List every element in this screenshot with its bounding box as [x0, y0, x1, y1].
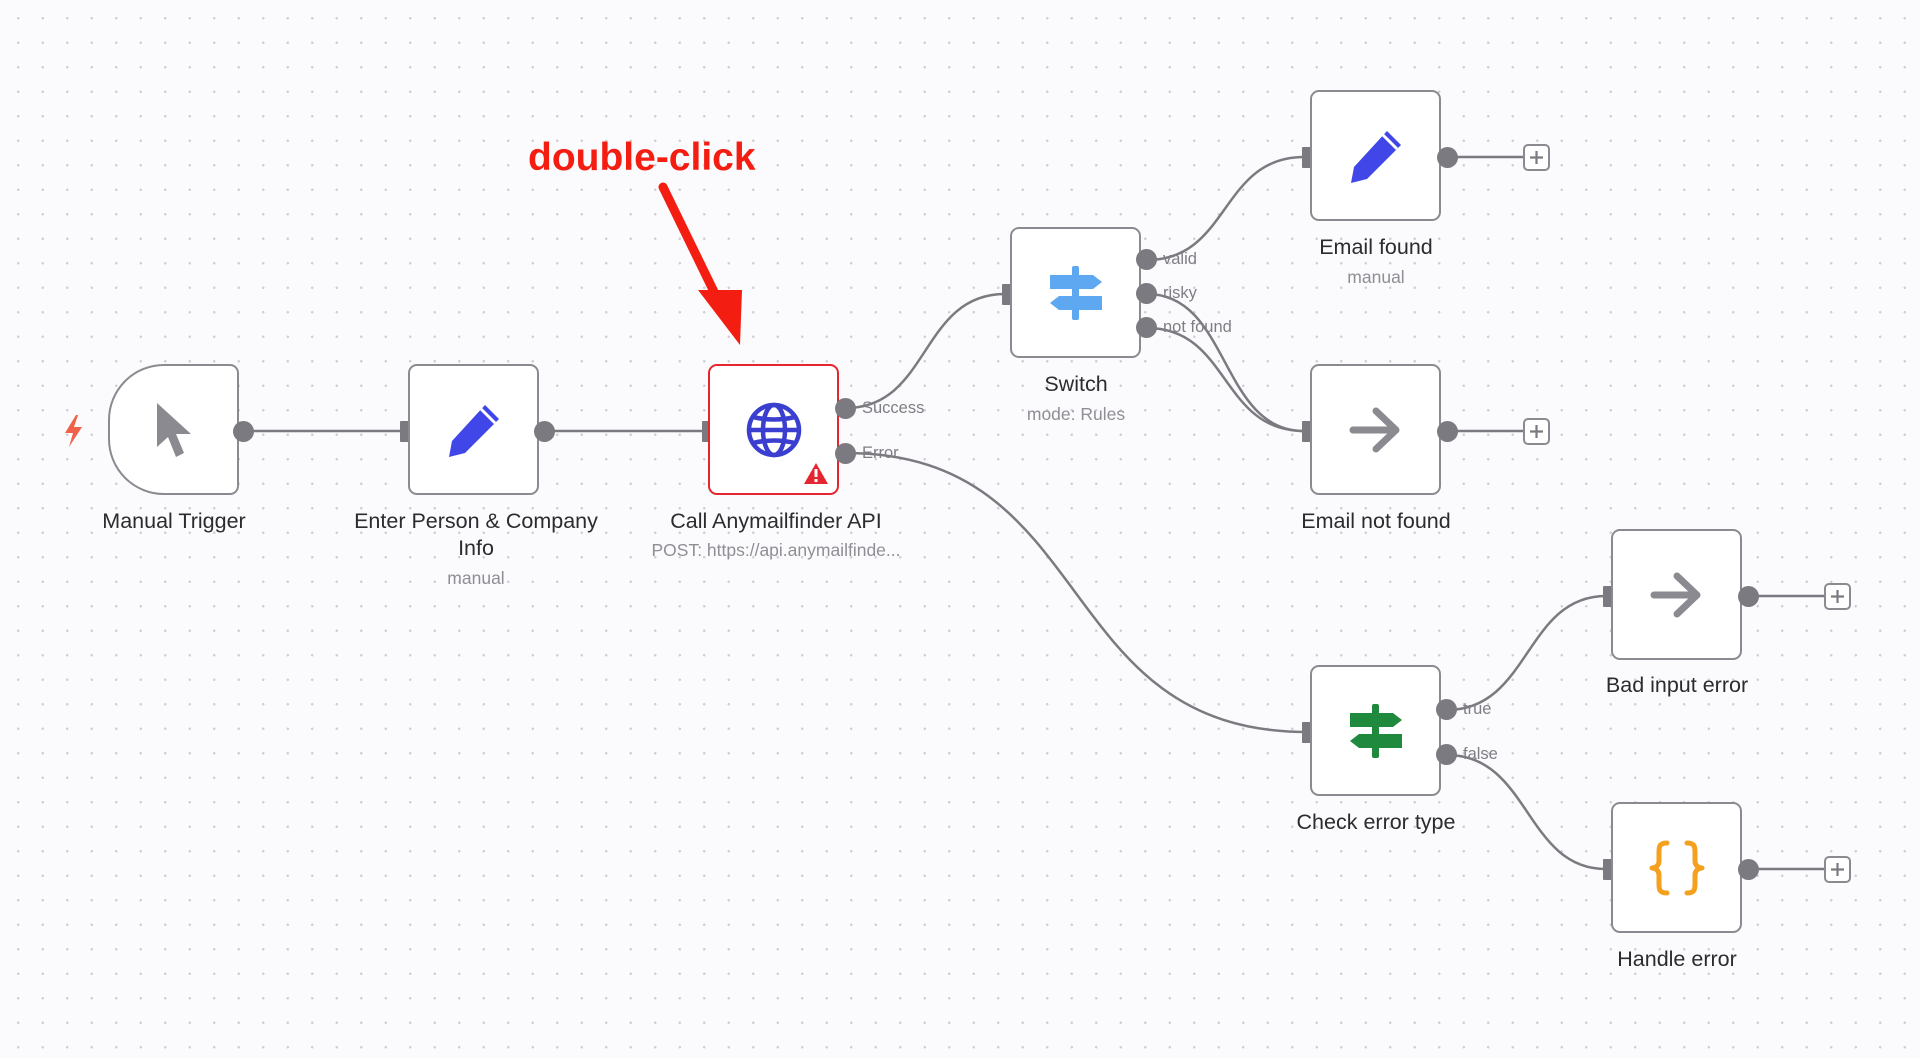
node-check-error[interactable]	[1310, 665, 1441, 796]
plus-icon	[1530, 425, 1543, 438]
input-handle-switch[interactable]	[1002, 284, 1012, 305]
warning-triangle-icon	[804, 463, 828, 484]
node-email-not-found[interactable]	[1310, 364, 1441, 495]
node-subtitle-switch: mode: Rules	[1026, 404, 1126, 424]
node-subtitle-enter-info: manual	[447, 568, 505, 588]
node-subtitle-email-found: manual	[1347, 267, 1405, 287]
arrow-right-icon	[1349, 407, 1399, 452]
output-handle-true[interactable]	[1436, 699, 1457, 720]
plus-icon	[1831, 590, 1844, 603]
pencil-icon	[448, 404, 499, 457]
edge-not-found-to-email-not-found[interactable]	[1146, 326, 1305, 433]
port-label-risky: risky	[1163, 284, 1197, 302]
add-node-after-email-found-button[interactable]	[1523, 144, 1550, 171]
trigger-bolt-icon	[65, 415, 82, 447]
output-handle-valid[interactable]	[1136, 249, 1157, 270]
node-label-manual-trigger: Manual Trigger	[102, 509, 246, 533]
port-label-success: Success	[862, 399, 925, 417]
edge-success-to-switch[interactable]	[845, 292, 1006, 410]
node-manual-trigger[interactable]	[108, 364, 239, 495]
output-handle-email-not-found[interactable]	[1437, 421, 1458, 442]
output-handle-false[interactable]	[1436, 744, 1457, 765]
pencil-icon	[1350, 130, 1401, 183]
node-label-enter-info: Enter Person & Company Info	[354, 509, 598, 560]
plus-icon	[1530, 151, 1543, 164]
node-bad-input[interactable]	[1611, 529, 1742, 660]
arrow-right-icon	[1650, 572, 1700, 617]
port-label-false: false	[1463, 745, 1498, 763]
input-handle-bad-input[interactable]	[1603, 586, 1613, 607]
node-email-found[interactable]	[1310, 90, 1441, 221]
edge-false-to-handle-error[interactable]	[1446, 753, 1607, 871]
node-subtitle-call-api: POST: https://api.anymailfinde...	[651, 540, 901, 560]
edge-true-to-bad-input[interactable]	[1446, 594, 1607, 712]
input-handle-email-not-found[interactable]	[1302, 421, 1312, 442]
edge-risky-to-email-not-found[interactable]	[1146, 292, 1305, 433]
node-switch[interactable]	[1010, 227, 1141, 358]
node-label-email-not-found: Email not found	[1301, 509, 1451, 533]
edge-error-to-check-error[interactable]	[845, 451, 1308, 734]
signpost-icon	[1349, 703, 1402, 758]
node-call-api[interactable]	[708, 364, 839, 495]
port-label-true: true	[1463, 700, 1492, 718]
output-handle-bad-input[interactable]	[1738, 586, 1759, 607]
output-handle-risky[interactable]	[1136, 283, 1157, 304]
input-handle-check-error[interactable]	[1302, 722, 1312, 743]
node-enter-info[interactable]	[408, 364, 539, 495]
annotation-arrow	[658, 182, 742, 345]
node-label-email-found: Email found	[1319, 235, 1433, 259]
input-handle-email-found[interactable]	[1302, 147, 1312, 168]
output-handle-handle-error[interactable]	[1738, 859, 1759, 880]
signpost-icon	[1049, 265, 1102, 320]
curly-braces-icon	[1649, 840, 1704, 895]
port-label-not-found: not found	[1163, 318, 1232, 336]
input-handle-handle-error[interactable]	[1603, 859, 1613, 880]
node-label-check-error: Check error type	[1296, 810, 1456, 834]
add-node-after-handle-error-button[interactable]	[1824, 856, 1851, 883]
port-label-valid: valid	[1163, 250, 1197, 268]
edge-valid-to-email-found[interactable]	[1146, 155, 1305, 262]
port-label-error: Error	[862, 444, 899, 462]
add-node-after-email-not-found-button[interactable]	[1523, 418, 1550, 445]
node-label-switch: Switch	[1044, 372, 1108, 396]
cursor-arrow-icon	[156, 402, 191, 457]
output-handle-error[interactable]	[835, 443, 856, 464]
globe-icon	[746, 402, 801, 457]
output-handle-enter-info[interactable]	[534, 421, 555, 442]
output-handle-not-found[interactable]	[1136, 317, 1157, 338]
input-handle-call-api[interactable]	[702, 421, 712, 442]
double-click-annotation: double-click	[528, 136, 756, 179]
node-handle-error[interactable]	[1611, 802, 1742, 933]
output-handle-email-found[interactable]	[1437, 147, 1458, 168]
node-label-bad-input: Bad input error	[1605, 673, 1749, 697]
input-handle-enter-info[interactable]	[400, 421, 410, 442]
output-handle-manual-trigger[interactable]	[233, 421, 254, 442]
node-label-call-api: Call Anymailfinder API	[670, 509, 882, 533]
plus-icon	[1831, 863, 1844, 876]
node-label-handle-error: Handle error	[1617, 947, 1737, 971]
add-node-after-bad-input-button[interactable]	[1824, 583, 1851, 610]
output-handle-success[interactable]	[835, 398, 856, 419]
